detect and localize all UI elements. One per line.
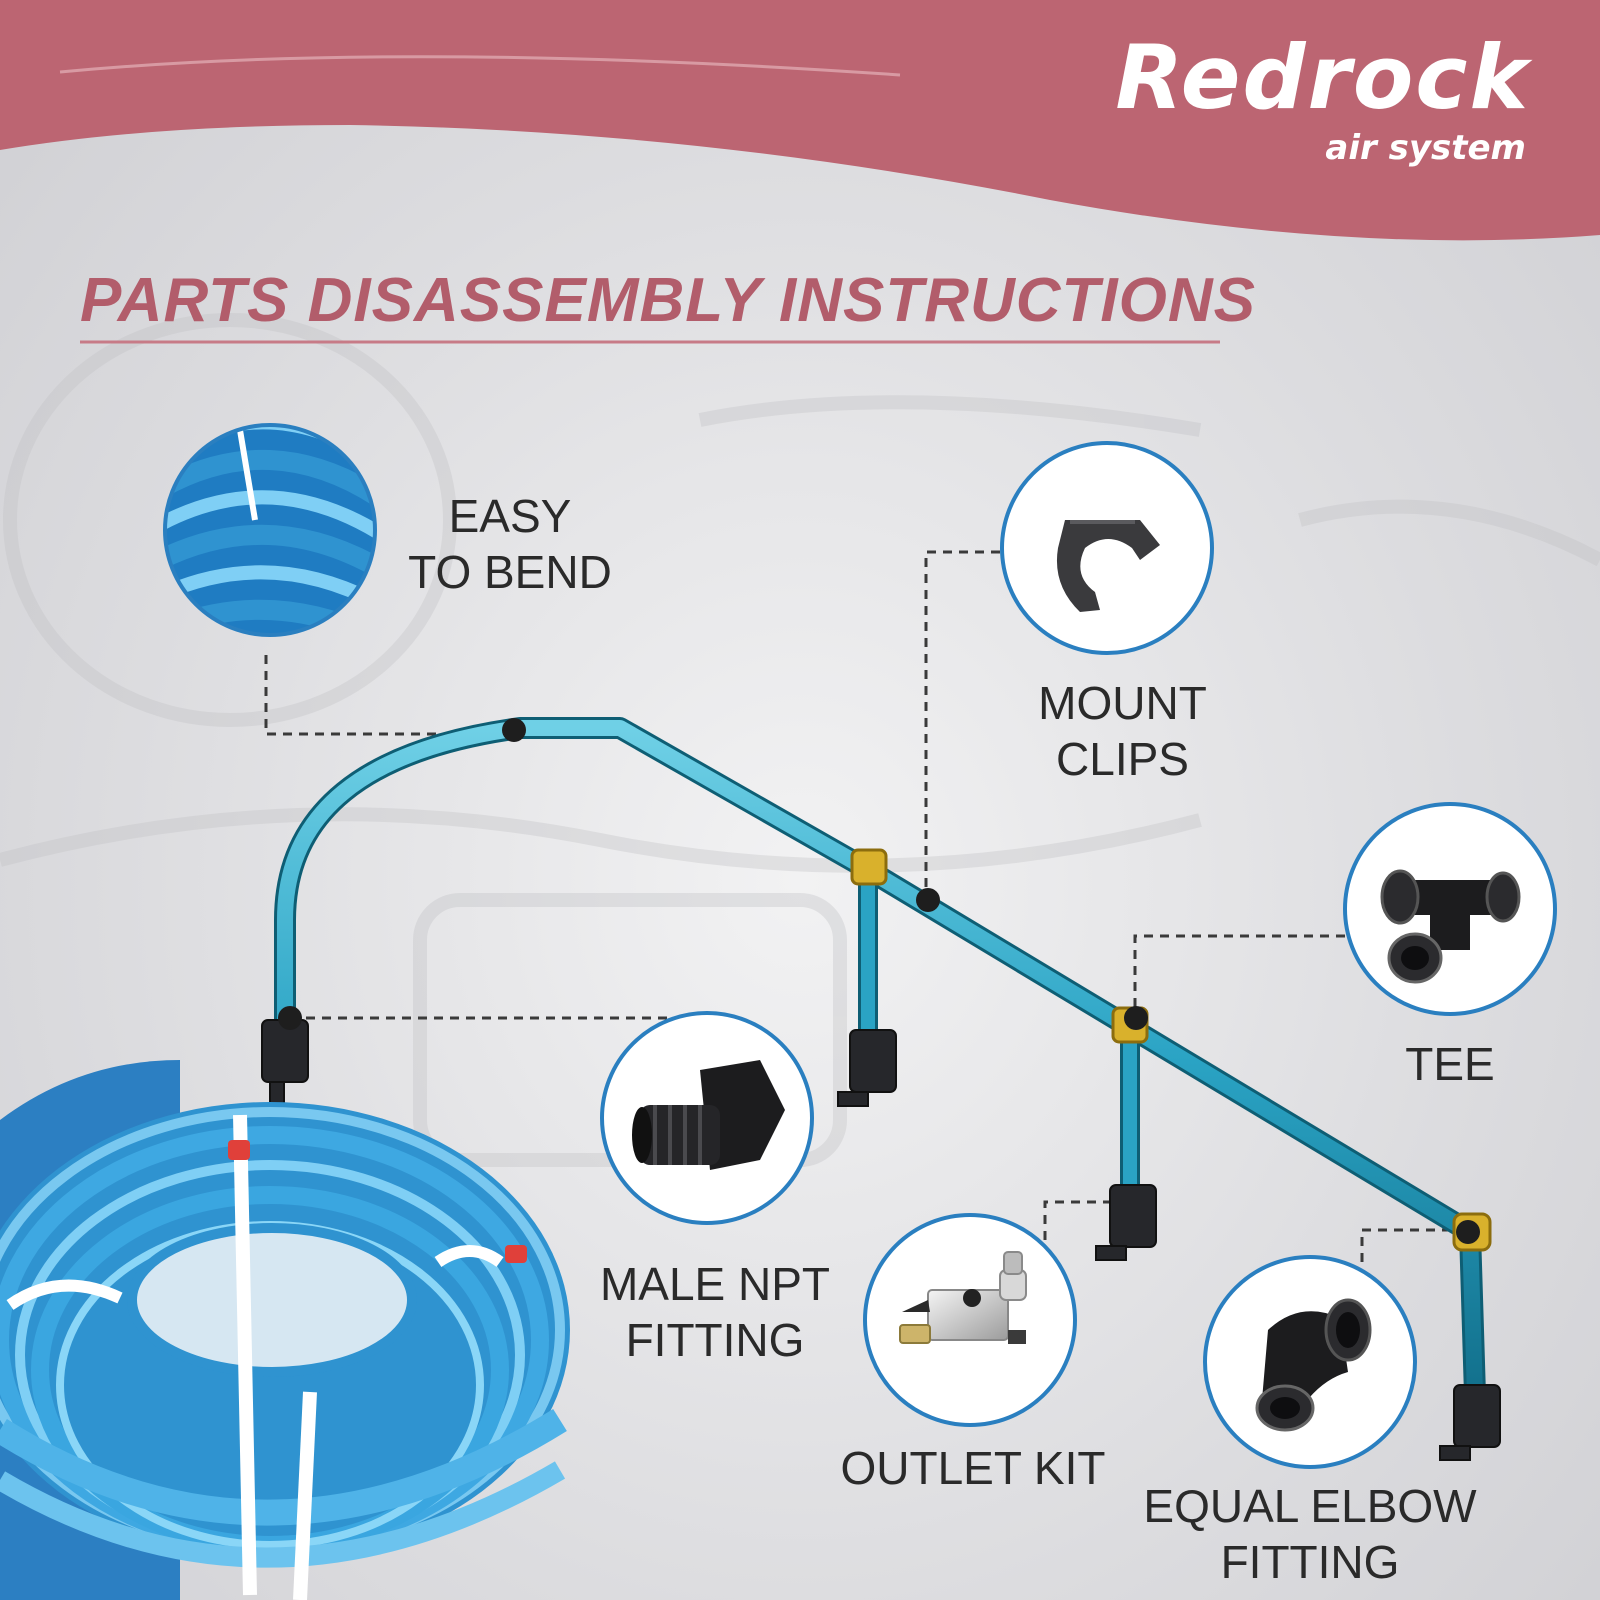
outlet-block-4 — [1453, 1384, 1501, 1448]
leader-equal-elbow — [1360, 1228, 1468, 1262]
dot-male-npt — [278, 1006, 302, 1030]
callout-mount-clips — [1000, 441, 1214, 655]
header-banner — [0, 0, 1600, 241]
dot-easy-to-bend — [502, 718, 526, 742]
brand-tagline: air system — [1325, 128, 1526, 168]
callout-tee — [1343, 802, 1557, 1016]
clip-shape — [1056, 520, 1160, 612]
brass-tee-1 — [850, 848, 888, 886]
hose-coil-image — [0, 1060, 570, 1600]
label-mount-clips: MOUNT CLIPS — [1000, 675, 1245, 787]
label-equal-elbow: EQUAL ELBOW FITTING — [1125, 1478, 1495, 1590]
leader-easy-to-bend — [264, 655, 520, 736]
brand-name: Redrock — [1115, 26, 1530, 129]
label-easy-to-bend-line-2: TO BEND — [408, 546, 612, 598]
label-outlet-kit-line-1: OUTLET KIT — [840, 1442, 1106, 1494]
leader-mount-clips — [924, 550, 1000, 898]
page-title: PARTS DISASSEMBLY INSTRUCTIONS — [80, 266, 1256, 335]
outlet-block-2 — [849, 1029, 897, 1093]
label-equal-elbow-line-2: FITTING — [1220, 1536, 1400, 1588]
label-male-npt: MALE NPT FITTING — [580, 1256, 850, 1368]
outlet-blocks — [261, 1019, 1501, 1461]
label-easy-to-bend: EASY TO BEND — [380, 488, 640, 600]
label-equal-elbow-line-1: EQUAL ELBOW — [1143, 1480, 1477, 1532]
label-tee: TEE — [1370, 1036, 1530, 1092]
callout-outlet-kit — [863, 1213, 1077, 1427]
callout-equal-elbow — [1203, 1255, 1417, 1469]
label-tee-line-1: TEE — [1405, 1038, 1495, 1090]
outlet-block-1 — [261, 1019, 309, 1083]
dot-tee — [1124, 1006, 1148, 1030]
dot-equal-elbow — [1456, 1220, 1480, 1244]
label-male-npt-line-1: MALE NPT — [599, 1258, 831, 1310]
banner-highlight-line — [59, 55, 901, 77]
label-mount-clips-line-2: CLIPS — [1056, 733, 1189, 785]
leader-tee — [1133, 934, 1345, 1018]
callout-male-npt — [600, 1011, 814, 1225]
label-outlet-kit: OUTLET KIT — [818, 1440, 1128, 1496]
anchor-dots — [278, 718, 1480, 1244]
leader-outlet-kit — [1043, 1200, 1140, 1240]
dot-mount-clips — [916, 888, 940, 912]
brand-logo: Redrock air system — [1010, 26, 1530, 169]
label-mount-clips-line-1: MOUNT — [1038, 677, 1207, 729]
callout-easy-to-bend — [163, 423, 377, 637]
outlet-block-3 — [1109, 1184, 1157, 1248]
label-male-npt-line-2: FITTING — [625, 1314, 805, 1366]
label-easy-to-bend-line-1: EASY — [448, 490, 572, 542]
